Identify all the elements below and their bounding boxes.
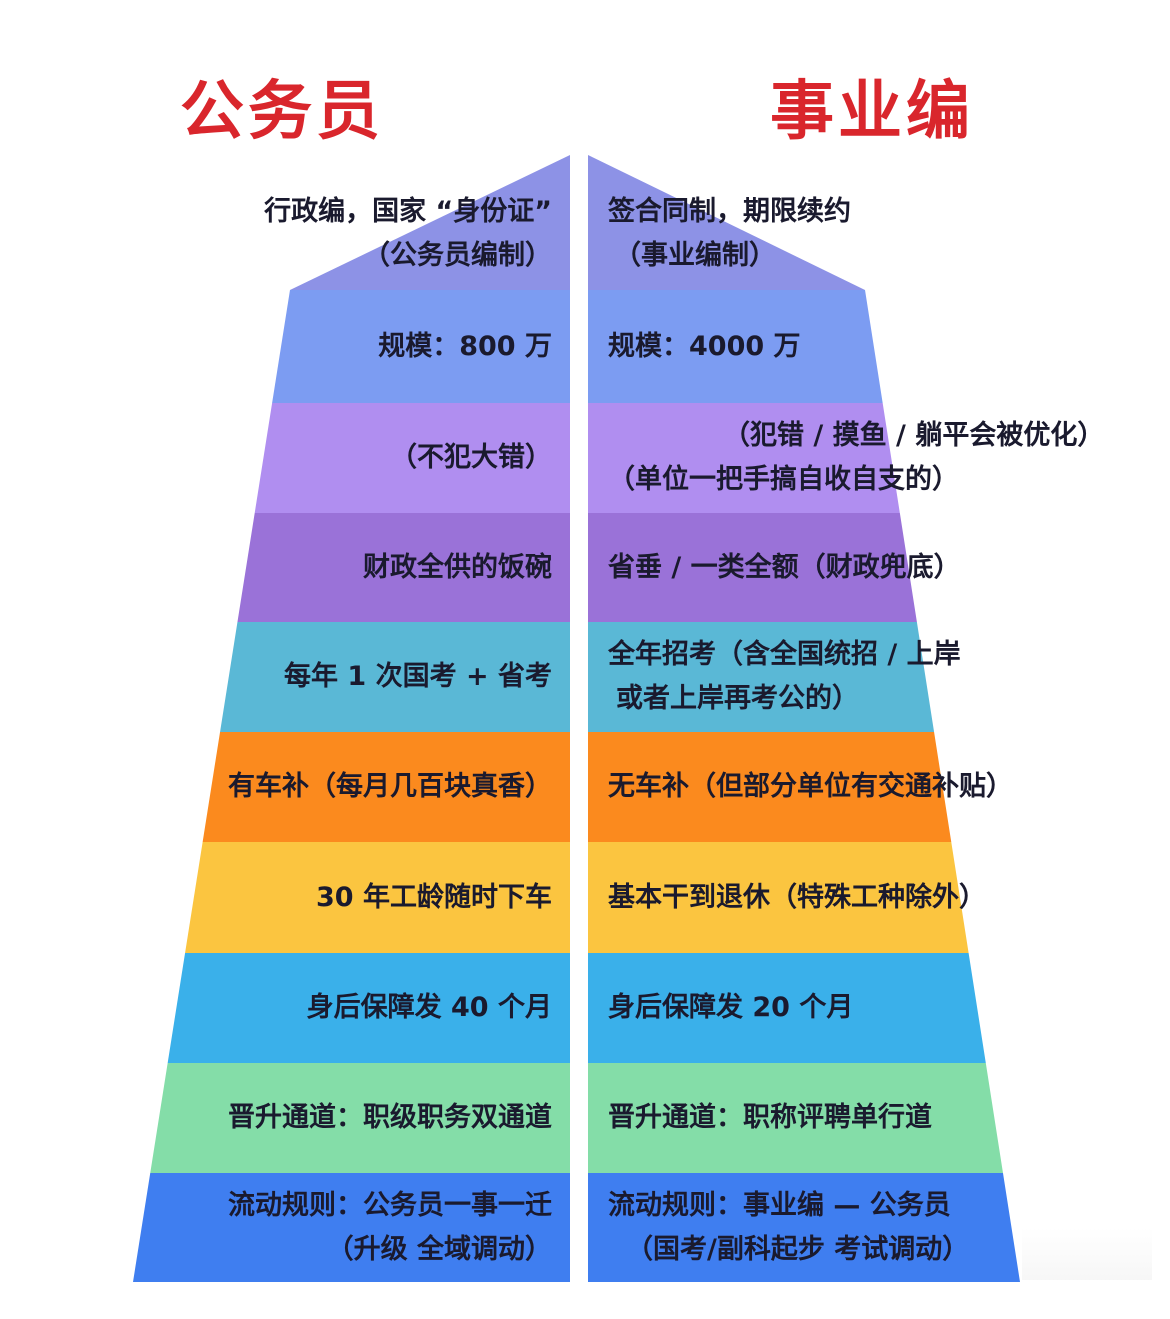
left-row-3-line-0: 财政全供的饭碗 [363,551,552,583]
right-row-8-line-0: 晋升通道：职称评聘单行道 [608,1102,932,1133]
left-row-2: （不犯大错） [390,436,552,480]
right-band-6 [588,842,969,953]
right-row-1: 规模：4000 万 [608,325,801,369]
left-band-5 [202,732,571,842]
left-row-9-line-1: （升级 全域调动） [326,1233,552,1265]
left-row-7-line-0: 身后保障发 40 个月 [306,992,552,1023]
left-band-9 [133,1173,570,1282]
right-row-9-line-1: （国考/副科起步 考试调动） [626,1233,970,1265]
right-row-9-line-0: 流动规则：事业编 — 公务员 [608,1189,951,1221]
right-row-0-line-1: （事业编制） [614,240,776,271]
right-row-6-line-0: 基本干到退休（特殊工种除外） [608,881,986,913]
left-row-4: 每年 1 次国考 + 省考 [284,655,552,699]
right-row-8: 晋升通道：职称评聘单行道 [608,1096,932,1140]
title-public-institution: 事业编 [770,75,974,149]
right-row-9: 流动规则：事业编 — 公务员 （国考/副科起步 考试调动） [608,1184,969,1272]
left-row-6: 30 年工龄随时下车 [316,876,552,920]
left-row-7: 身后保障发 40 个月 [307,986,552,1030]
left-band-2 [254,403,570,513]
left-pyramid-half [133,155,571,1282]
right-band-8 [588,1063,1003,1173]
right-row-4: 全年招考（含全国统招 / 上岸或者上岸再考公的） [608,633,961,721]
right-row-2-line-1: （单位一把手搞自收自支的） [608,464,959,495]
right-row-4-line-0: 全年招考（含全国统招 / 上岸 [608,639,961,670]
right-row-2: （犯错 / 摸鱼 / 躺平会被优化） （单位一把手搞自收自支的） [608,414,1104,502]
left-row-0: 行政编，国家 “身份证” （公务员编制） [264,190,552,278]
left-row-4-line-0: 每年 1 次国考 + 省考 [283,661,552,692]
right-row-0: 签合同制，期限续约 （事业编制） [608,190,851,278]
right-row-2-line-0: （犯错 / 摸鱼 / 躺平会被优化） [723,420,1105,451]
left-row-6-line-0: 30 年工龄随时下车 [316,881,552,913]
right-row-6: 基本干到退休（特殊工种除外） [608,876,986,920]
right-row-5: 无车补（但部分单位有交通补贴） [608,765,1013,809]
right-row-4-line-1: 或者上岸再考公的） [616,683,859,714]
right-band-0 [588,155,865,290]
left-row-1-line-0: 规模：800 万 [378,330,552,362]
left-row-8-line-0: 晋升通道：职级职务双通道 [228,1102,552,1133]
left-row-5: 有车补（每月几百块真香） [228,765,552,809]
left-band-1 [272,290,570,403]
right-row-7-line-0: 身后保障发 20 个月 [608,992,854,1023]
right-band-1 [588,290,883,403]
left-row-9-line-0: 流动规则：公务员一事一迁 [228,1189,552,1221]
right-row-3: 省垂 / 一类全额（财政兜底） [608,546,961,590]
right-band-3 [588,513,917,622]
right-band-7 [588,953,986,1063]
left-band-7 [167,953,570,1063]
left-band-0 [290,155,570,290]
left-row-0-line-1: （公务员编制） [363,240,552,271]
right-band-5 [588,732,952,842]
right-row-7: 身后保障发 20 个月 [608,986,853,1030]
left-row-9: 流动规则：公务员一事一迁 （升级 全域调动） [228,1184,552,1272]
left-row-2-line-0: （不犯大错） [390,442,552,473]
left-row-0-line-0: 行政编，国家 “身份证” [264,196,552,227]
left-row-8: 晋升通道：职级职务双通道 [228,1096,552,1140]
right-band-4 [588,622,935,732]
right-row-5-line-0: 无车补（但部分单位有交通补贴） [608,771,1013,802]
left-band-8 [150,1063,570,1173]
title-civil-servant: 公务员 [180,75,384,149]
right-band-2 [588,403,900,513]
left-row-3: 财政全供的饭碗 [363,546,552,590]
left-row-1: 规模：800 万 [378,325,552,369]
watermark-overlay [1022,1228,1152,1280]
right-band-9 [588,1173,1020,1282]
left-band-6 [185,842,570,953]
left-band-3 [237,513,571,622]
right-row-3-line-0: 省垂 / 一类全额（财政兜底） [608,551,961,583]
right-row-1-line-0: 规模：4000 万 [608,330,801,362]
left-band-4 [220,622,570,732]
left-row-5-line-0: 有车补（每月几百块真香） [228,771,552,802]
right-row-0-line-0: 签合同制，期限续约 [608,196,851,227]
right-pyramid-half [588,155,1020,1282]
